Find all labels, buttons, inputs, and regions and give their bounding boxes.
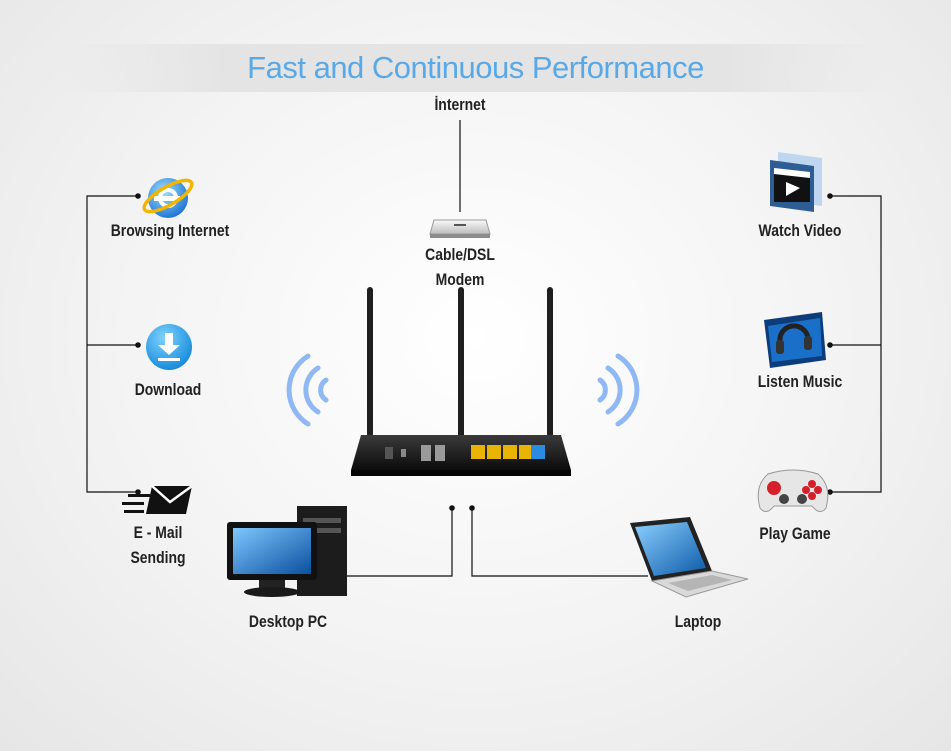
desktop-pc-icon [227,506,347,597]
desktop-pc-label: Desktop PC [248,612,328,631]
download-icon [146,324,192,370]
browsing-internet-label: Browsing Internet [110,221,230,240]
listen-music-label: Listen Music [757,372,843,391]
title-banner [60,44,892,92]
wifi-waves-right-icon [597,353,640,427]
laptop-icon [630,517,749,598]
email-label-line1: E - Mail [133,523,183,542]
video-folder-icon [770,152,822,212]
router-icon [351,287,571,476]
email-label-line2: Sending [130,548,186,567]
modem-label-line1: Cable/DSL [425,245,495,264]
download-label: Download [134,380,202,399]
email-icon [122,484,193,514]
modem-icon [429,219,491,238]
internet-explorer-icon [142,178,194,218]
modem-label-line2: Modem [435,270,485,289]
music-folder-icon [764,312,826,368]
wifi-waves-left-icon [286,353,329,427]
laptop-label: Laptop [674,612,722,631]
page-title: Fast and Continuous Performance [247,50,704,85]
internet-label: İnternet [434,95,486,114]
watch-video-label: Watch Video [758,221,842,240]
gamepad-icon [757,469,829,512]
play-game-label: Play Game [759,524,831,543]
